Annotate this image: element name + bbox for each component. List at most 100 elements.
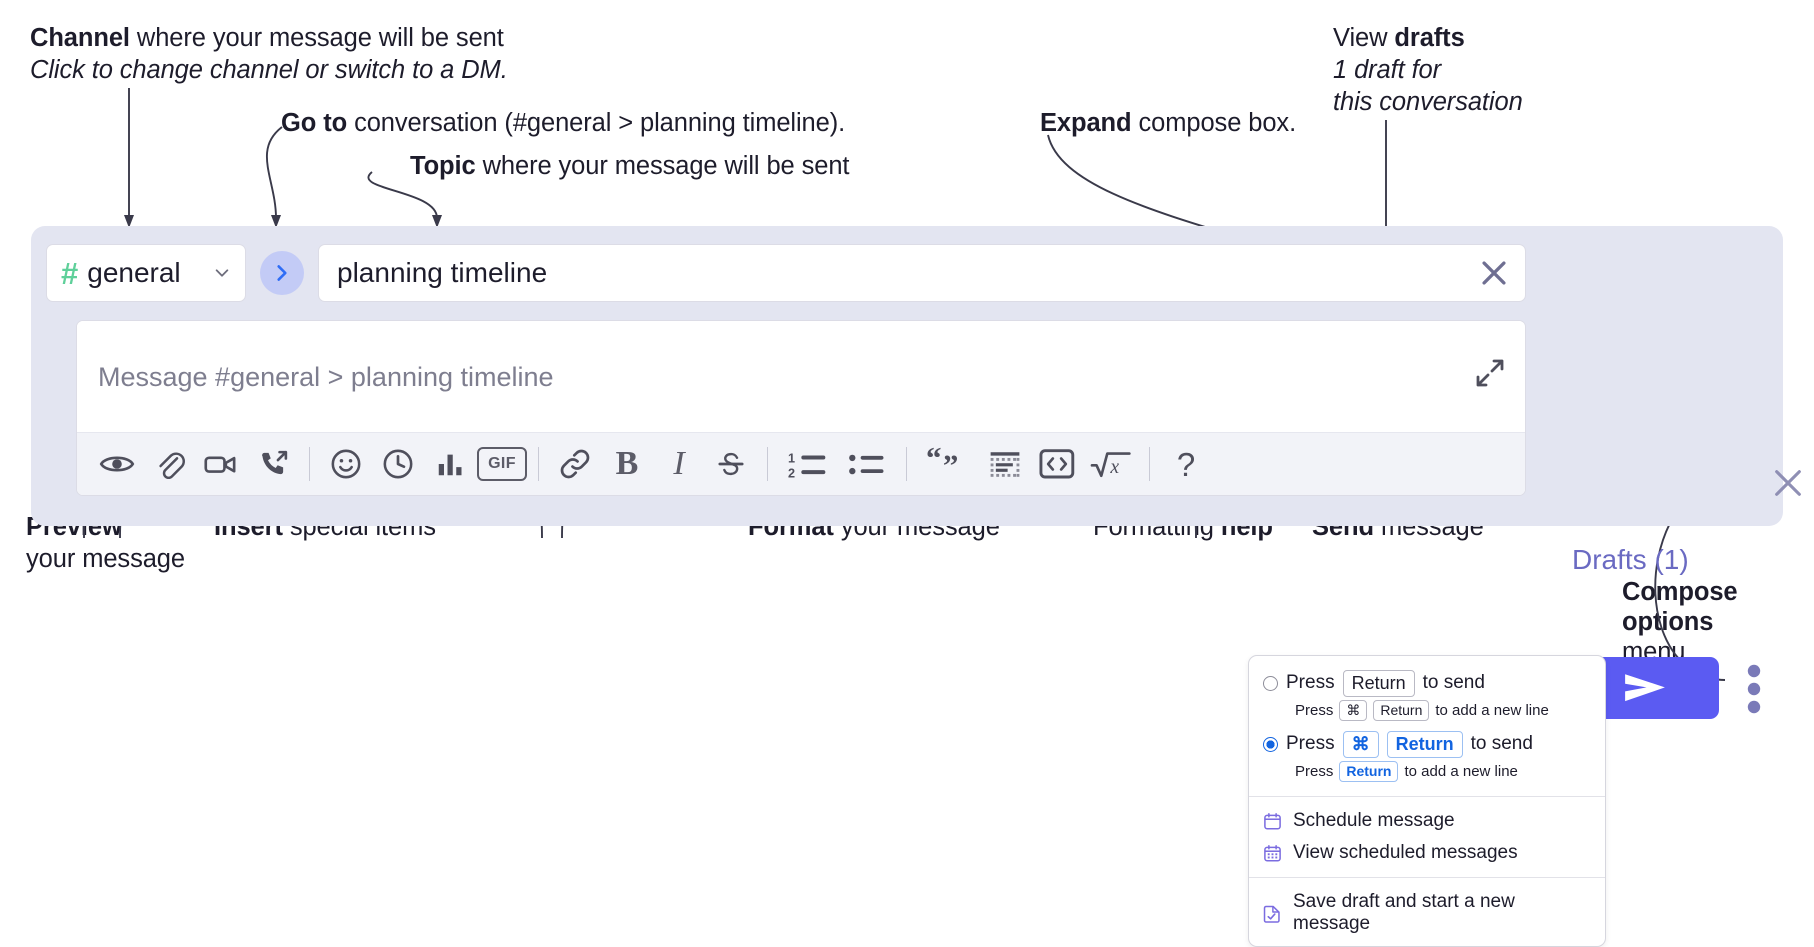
italic-label: I	[673, 445, 685, 482]
message-placeholder: Message #general > planning timeline	[98, 361, 554, 392]
bulleted-list-icon[interactable]	[838, 438, 896, 490]
key-return: Return	[1342, 670, 1415, 697]
emoji-icon[interactable]	[320, 438, 372, 490]
video-icon[interactable]	[195, 438, 247, 490]
send-option-cmd-return[interactable]: Press ⌘ Return to send Press Return to a…	[1249, 727, 1605, 788]
close-icon[interactable]	[1477, 256, 1511, 290]
toolbar-separator	[906, 447, 907, 481]
annotation-compose-options: Compose options menu	[1622, 578, 1738, 667]
menu-item-label: View scheduled messages	[1293, 842, 1518, 863]
gif-icon[interactable]: GIF	[476, 438, 528, 490]
topic-value: planning timeline	[337, 257, 548, 288]
link-icon[interactable]	[549, 438, 601, 490]
menu-item-view-scheduled[interactable]: View scheduled messages	[1249, 837, 1605, 869]
drafts-link[interactable]: Drafts (1)	[1572, 544, 1689, 575]
bold-icon[interactable]: B	[601, 438, 653, 490]
menu-divider	[1249, 877, 1605, 878]
key-return-sub: Return	[1373, 699, 1430, 721]
code-icon[interactable]	[1031, 438, 1083, 490]
annotation-expand-rest: compose box.	[1131, 109, 1297, 137]
svg-text:2: 2	[788, 466, 795, 480]
key-return-sub2: Return	[1339, 760, 1399, 782]
key-command: ⌘	[1339, 699, 1368, 721]
option2-sub-prefix: Press	[1295, 762, 1334, 780]
annotation-expand-bold: Expand	[1040, 109, 1132, 137]
poll-icon[interactable]	[424, 438, 476, 490]
annotation-goto-rest: conversation (#general > planning timeli…	[347, 109, 846, 137]
compose-widget: # general planning timeline Message #gen…	[31, 226, 1801, 719]
radio-return[interactable]	[1263, 675, 1278, 691]
goto-conversation-button[interactable]	[260, 251, 304, 295]
toolbar-separator	[309, 447, 310, 481]
svg-text:x: x	[1109, 456, 1119, 478]
option1-suffix: to send	[1422, 672, 1485, 694]
codeblock-icon[interactable]	[979, 438, 1031, 490]
blockquote-icon[interactable]: “ ”	[917, 438, 979, 490]
send-option-return[interactable]: Press Return to send Press ⌘ Return to a…	[1249, 666, 1605, 727]
option1-prefix: Press	[1286, 672, 1335, 694]
annotation-channel: Channel where your message will be sent …	[30, 22, 508, 86]
key-command-main: ⌘	[1342, 731, 1379, 758]
preview-icon[interactable]	[91, 438, 143, 490]
message-input[interactable]: Message #general > planning timeline	[77, 321, 1525, 433]
key-return-main: Return	[1386, 731, 1463, 758]
menu-divider	[1249, 796, 1605, 797]
toolbar-separator	[1149, 447, 1150, 481]
annotation-topic: Topic where your message will be sent	[410, 150, 850, 182]
annotation-drafts-plain: View	[1333, 24, 1395, 52]
annotation-channel-bold: Channel	[30, 24, 130, 52]
annotation-expand: Expand compose box.	[1040, 107, 1296, 139]
annotation-topic-bold: Topic	[410, 152, 476, 180]
save-draft-icon	[1263, 905, 1280, 923]
channel-name: general	[87, 257, 181, 288]
attachment-icon[interactable]	[143, 438, 195, 490]
toolbar-separator	[767, 447, 768, 481]
menu-item-schedule-message[interactable]: Schedule message	[1249, 805, 1605, 837]
compose-options-menu: Press Return to send Press ⌘ Return to a…	[1248, 655, 1606, 947]
annotation-preview-line2: your message	[26, 545, 185, 574]
annotation-drafts-sub1: 1 draft for	[1333, 56, 1442, 85]
clock-icon[interactable]	[372, 438, 424, 490]
hash-icon: #	[61, 255, 79, 291]
call-forward-icon[interactable]	[247, 438, 299, 490]
calendar-grid-icon	[1264, 844, 1281, 861]
channel-selector[interactable]: # general	[46, 244, 246, 302]
bold-label: B	[615, 445, 639, 482]
option1-sub-prefix: Press	[1295, 701, 1334, 719]
menu-item-label: Save draft and start a new message	[1293, 891, 1515, 934]
expand-diagonal-icon[interactable]	[1474, 357, 1506, 389]
annotation-goto: Go to conversation (#general > planning …	[281, 107, 845, 139]
close-compose-icon[interactable]	[1771, 466, 1805, 500]
send-paperplane-icon	[1625, 674, 1665, 702]
help-label: ?	[1176, 445, 1196, 483]
option2-suffix: to send	[1470, 733, 1533, 755]
message-box: Message #general > planning timeline	[76, 320, 1526, 496]
more-vertical-icon[interactable]	[1744, 663, 1764, 715]
calendar-icon	[1264, 812, 1281, 829]
annotation-drafts: View drafts 1 draft for this conversatio…	[1333, 22, 1523, 118]
option2-sub-suffix: to add a new line	[1404, 762, 1518, 780]
chevron-right-icon	[277, 265, 287, 281]
channel-topic-row: # general planning timeline	[46, 243, 1526, 303]
latex-icon[interactable]: x	[1083, 438, 1139, 490]
menu-item-save-draft[interactable]: Save draft and start a new message	[1249, 886, 1605, 940]
gif-label: GIF	[477, 447, 527, 481]
radio-cmd-return[interactable]	[1263, 736, 1278, 752]
option2-prefix: Press	[1286, 733, 1335, 755]
strikethrough-icon[interactable]	[705, 438, 757, 490]
toolbar-separator	[538, 447, 539, 481]
svg-text:“: “	[926, 447, 942, 475]
annotation-compose-options-line1: Compose	[1622, 578, 1738, 606]
help-icon[interactable]: ?	[1160, 438, 1212, 490]
annotation-compose-options-line2: options	[1622, 607, 1714, 636]
topic-field[interactable]: planning timeline	[318, 244, 1526, 302]
annotation-goto-bold: Go to	[281, 109, 348, 137]
menu-item-label: Schedule message	[1293, 810, 1455, 831]
svg-text:1: 1	[788, 452, 795, 466]
svg-text:”: ”	[943, 448, 959, 481]
italic-icon[interactable]: I	[653, 438, 705, 490]
annotation-channel-sub: Click to change channel or switch to a D…	[30, 56, 508, 85]
annotation-drafts-bold: drafts	[1394, 24, 1465, 52]
